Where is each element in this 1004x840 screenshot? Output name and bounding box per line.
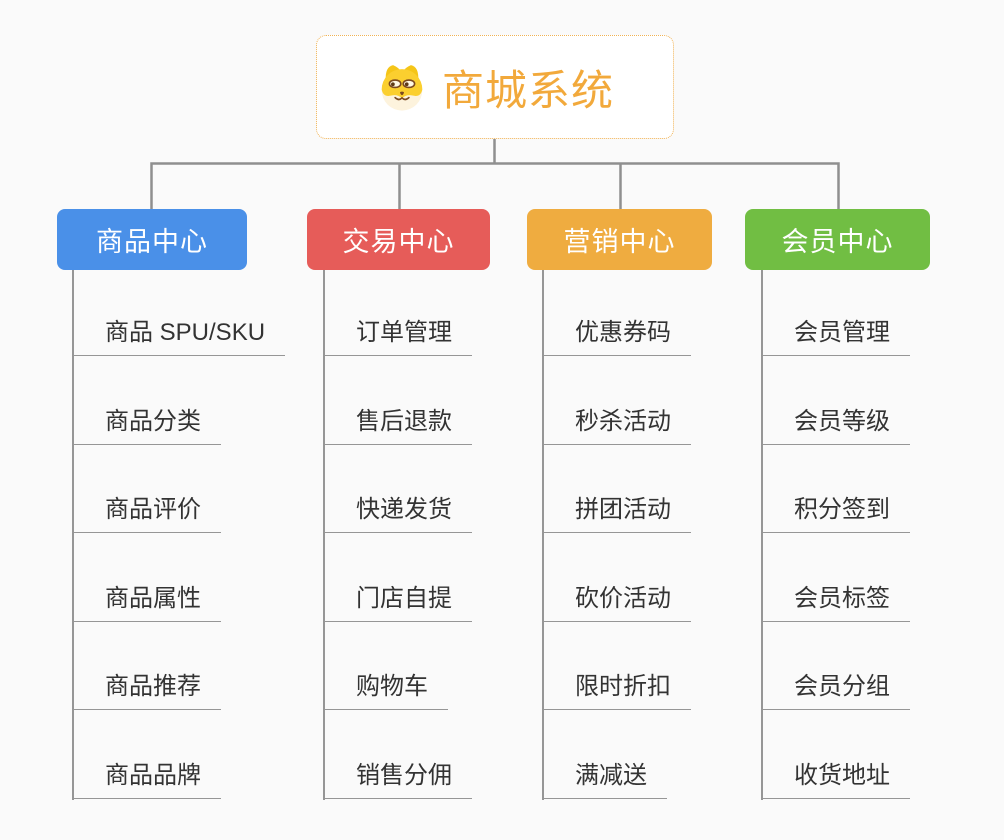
root-title: 商城系统 xyxy=(441,66,614,114)
child-node[interactable]: 快递发货 xyxy=(323,495,472,533)
trunk-line-marketing xyxy=(542,270,544,800)
child-node[interactable]: 会员管理 xyxy=(761,318,910,356)
child-node[interactable]: 购物车 xyxy=(323,672,448,710)
child-node[interactable]: 门店自提 xyxy=(323,584,472,622)
child-node[interactable]: 商品推荐 xyxy=(72,672,221,710)
trunk-line-member xyxy=(761,270,763,800)
child-node[interactable]: 满减送 xyxy=(542,761,667,799)
child-node[interactable]: 商品 SPU/SKU xyxy=(72,318,286,356)
branch-header-trade-center[interactable]: 交易中心 xyxy=(307,209,490,270)
branch-header-product-center[interactable]: 商品中心 xyxy=(57,209,247,270)
child-node[interactable]: 收货地址 xyxy=(761,761,910,799)
child-node[interactable]: 商品属性 xyxy=(72,584,221,622)
child-node[interactable]: 商品分类 xyxy=(72,407,221,445)
branch-label: 会员中心 xyxy=(781,227,894,257)
child-node[interactable]: 会员分组 xyxy=(761,672,910,710)
child-node[interactable]: 砍价活动 xyxy=(542,584,691,622)
child-node[interactable]: 商品评价 xyxy=(72,495,221,533)
child-node[interactable]: 优惠券码 xyxy=(542,318,691,356)
trunk-line-trade xyxy=(323,270,325,800)
root-node[interactable]: 商城系统 xyxy=(316,35,674,139)
branch-bus-line xyxy=(150,162,840,209)
dog-face-icon xyxy=(381,65,423,111)
trunk-line-product xyxy=(72,270,74,800)
child-node[interactable]: 拼团活动 xyxy=(542,495,691,533)
child-node[interactable]: 商品品牌 xyxy=(72,761,221,799)
top-connector-group xyxy=(150,139,840,209)
child-node[interactable]: 积分签到 xyxy=(761,495,910,533)
child-node[interactable]: 会员标签 xyxy=(761,584,910,622)
branch-header-marketing-center[interactable]: 营销中心 xyxy=(527,209,712,270)
branch-header-member-center[interactable]: 会员中心 xyxy=(745,209,930,270)
branch-label: 交易中心 xyxy=(342,227,455,257)
child-node[interactable]: 销售分佣 xyxy=(323,761,472,799)
child-node[interactable]: 会员等级 xyxy=(761,407,910,445)
child-node[interactable]: 限时折扣 xyxy=(542,672,691,710)
child-node[interactable]: 售后退款 xyxy=(323,407,472,445)
branch-label: 商品中心 xyxy=(96,227,208,257)
child-node[interactable]: 秒杀活动 xyxy=(542,407,691,445)
child-node[interactable]: 订单管理 xyxy=(323,318,472,356)
branch-label: 营销中心 xyxy=(563,227,676,257)
